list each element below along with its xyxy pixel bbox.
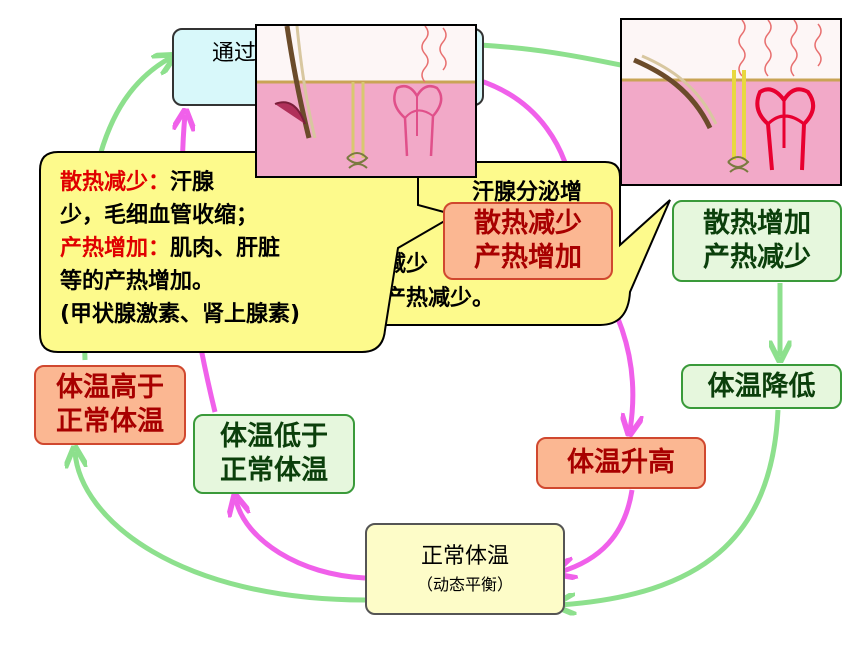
heat-loss-text-2: 少，毛细血管收缩； <box>60 203 259 228</box>
node-above-normal: 体温高于 正常体温 <box>34 365 186 445</box>
response-cold-line-2: 产热增加 <box>474 242 582 273</box>
heat-gain-text-2: 等的产热增加。 <box>60 269 215 294</box>
response-box-warm: 散热增加 产热减少 <box>672 200 842 282</box>
arrow-normal-to-above <box>75 452 366 603</box>
warm-fragment-4: 产热减少。 <box>384 286 495 311</box>
top-box-text: 通过 <box>212 41 257 66</box>
normal-line-1: 正常体温 <box>420 544 509 570</box>
arrow-drop-to-normal <box>560 409 781 605</box>
hormones-text: (甲状腺激素、肾上腺素) <box>60 302 301 327</box>
heat-loss-text-1: 汗腺 <box>170 170 215 195</box>
response-cold-line-1: 散热减少 <box>474 208 582 240</box>
heat-gain-label: 产热增加： <box>60 236 171 261</box>
response-warm-line-1: 散热增加 <box>703 208 811 240</box>
arrow-rise-to-normal <box>560 489 635 572</box>
skin-cold-illustration <box>255 24 477 178</box>
heat-gain-text-1: 肌肉、肝脏 <box>170 236 281 261</box>
node-normal: 正常体温 （动态平衡） <box>365 523 565 615</box>
heat-loss-label: 散热减少： <box>60 170 171 195</box>
skin-cold-drawing <box>257 25 475 176</box>
node-below-normal: 体温低于 正常体温 <box>193 414 355 494</box>
skin-warm-illustration <box>620 18 842 186</box>
node-temp-drop: 体温降低 <box>681 364 842 409</box>
response-box-cold: 散热减少 产热增加 <box>443 202 613 280</box>
skin-warm-drawing <box>622 19 840 184</box>
below-normal-line-1: 体温低于 <box>220 421 328 453</box>
temp-drop-text: 体温降低 <box>707 370 816 402</box>
below-normal-line-2: 正常体温 <box>220 455 328 486</box>
temp-rise-text: 体温升高 <box>567 447 675 479</box>
warm-fragment-1: 汗腺分泌增 <box>472 180 583 205</box>
node-temp-rise: 体温升高 <box>536 437 706 489</box>
above-normal-line-1: 体温高于 <box>56 372 164 404</box>
cold-callout-text: 散热减少：汗腺 少，毛细血管收缩； 产热增加：肌肉、肝脏 等的产热增加。 (甲状… <box>60 166 300 331</box>
arrow-normal-to-below-pink <box>236 500 366 581</box>
response-warm-line-2: 产热减少 <box>703 242 811 273</box>
normal-line-2: （动态平衡） <box>416 574 513 594</box>
above-normal-line-2: 正常体温 <box>56 406 164 437</box>
